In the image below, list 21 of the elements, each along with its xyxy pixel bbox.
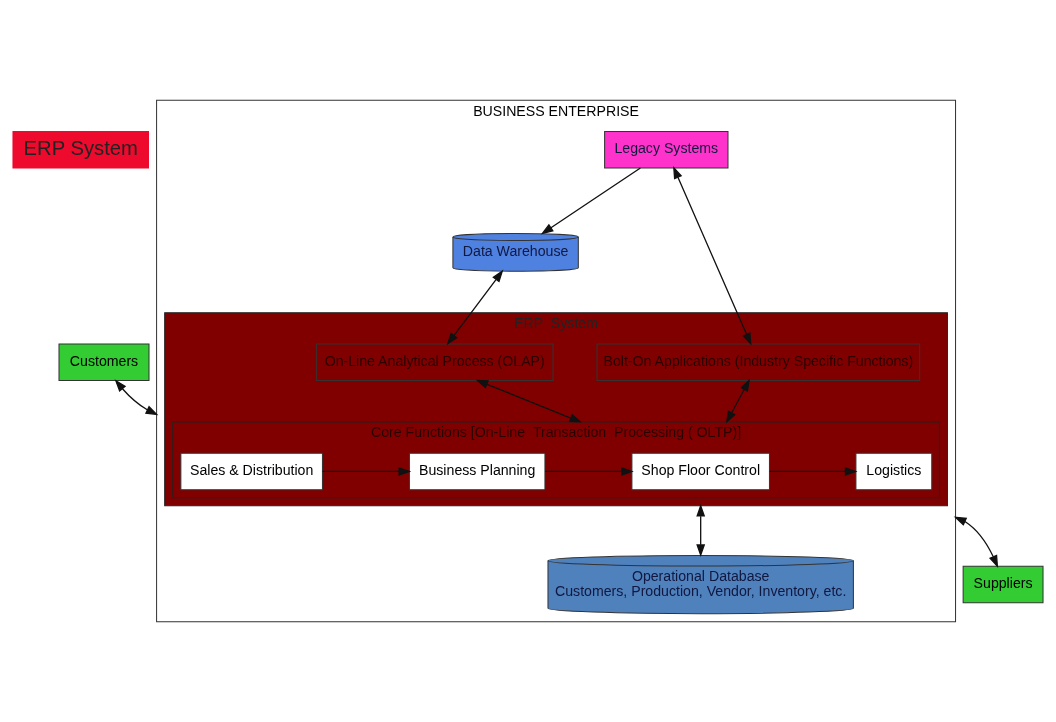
node-box: Bolt-On Applications (Industry Specific Functions) [596, 343, 921, 381]
arrow [725, 378, 750, 424]
arrow [540, 167, 642, 235]
node-box: Legacy Systems [604, 131, 729, 169]
node-box: On-Line Analytical Process (OLAP) [315, 343, 554, 381]
node-box: Suppliers [962, 565, 1044, 604]
arrow [673, 166, 752, 346]
node-box: Customers [58, 343, 150, 381]
arrow [321, 466, 412, 476]
arrow [696, 503, 706, 558]
node-box: Sales & Distribution [180, 452, 323, 491]
node-box: Business Planning [408, 452, 546, 491]
node-box: Logistics [855, 452, 933, 491]
arrow [446, 269, 504, 346]
arrow [953, 516, 999, 568]
arrow [475, 379, 583, 423]
arrow [114, 379, 159, 416]
node-box: ERP System [12, 131, 149, 169]
arrow [544, 466, 634, 476]
arrow [769, 466, 858, 476]
node-box: Shop Floor Control [631, 452, 770, 491]
